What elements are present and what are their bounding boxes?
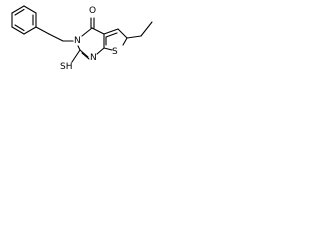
chemical-structure-diagram: O N N S SH (11, 5, 153, 72)
thiol-label: SH (60, 62, 72, 72)
ethyl-group (126, 21, 153, 39)
ethylene-linker (35, 26, 74, 42)
thiophene-sulfur-label: S (112, 47, 118, 57)
carbonyl-group (90, 17, 95, 29)
phenyl-ring (11, 5, 37, 35)
oxygen-label: O (89, 6, 96, 16)
thiol-bond (71, 49, 81, 63)
ring-nitrogen-label: N (74, 36, 81, 46)
pyrimidine-nitrogen-label: N (90, 53, 97, 63)
thiophene-ring (103, 28, 128, 51)
pyrimidinone-ring (77, 27, 105, 60)
